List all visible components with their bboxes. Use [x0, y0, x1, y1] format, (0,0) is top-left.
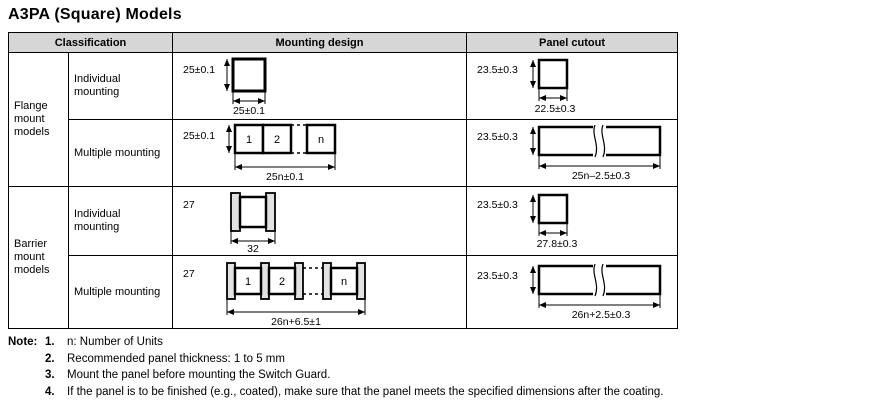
note-text: n: Number of Units	[67, 336, 163, 348]
flange-multiple-design-cell: 25±0.1 1 2 n 25n±0.1	[172, 119, 467, 187]
flange-multiple-design-diagram: 25±0.1 1 2 n 25n±0.1	[183, 123, 337, 183]
cutout-slot-right	[606, 264, 662, 296]
unit-box-2	[267, 266, 297, 296]
note-number: 1.	[45, 336, 55, 348]
note-item-1: Note: 1. n: Number of Units	[8, 334, 873, 351]
flange-multiple-cutout-diagram: 23.5±0.3 25n–2.5±0.3	[477, 125, 662, 181]
barrier-individual-design-cell: 27 32	[172, 186, 467, 256]
notes-section: Note: 1. n: Number of Units 2. Recommend…	[8, 334, 873, 400]
note-item-4: 4. If the panel is to be finished (e.g.,…	[8, 384, 873, 401]
dim-label-left: 23.5±0.3	[477, 199, 518, 211]
barrier-right	[265, 192, 276, 232]
note-number: 2.	[45, 352, 55, 365]
header-panel-cutout: Panel cutout	[466, 32, 678, 53]
barrier-left	[230, 192, 241, 232]
dim-label-bottom: 32	[247, 243, 259, 253]
unit-number: n	[341, 276, 347, 288]
row-flange-individual: Flange mount models Individual mounting …	[8, 52, 678, 187]
flange-individual-design-cell: 25±0.1 25±0.1	[172, 52, 467, 120]
dim-label-bottom: 25n–2.5±0.3	[572, 170, 630, 181]
page-title: A3PA (Square) Models	[8, 6, 182, 23]
dim-label-left: 23.5±0.3	[477, 270, 518, 282]
note-number: 4.	[45, 385, 55, 398]
group-label-flange: Flange mount models	[8, 52, 69, 187]
header-row: Classification Mounting design Panel cut…	[8, 32, 678, 53]
barrier-individual-cutout-cell: 23.5±0.3 27.8±0.3	[466, 186, 678, 256]
flange-individual-cutout-diagram: 23.5±0.3 22.5±0.3	[477, 58, 576, 114]
note-label: Note:	[8, 336, 38, 348]
unit-number: 1	[246, 134, 252, 146]
header-classification: Classification	[8, 32, 173, 53]
dim-label-left: 27	[183, 268, 195, 280]
break-symbol	[593, 125, 598, 158]
barrier-individual-cutout-diagram: 23.5±0.3 27.8±0.3	[477, 193, 578, 249]
unit-box-1	[233, 266, 263, 296]
row-barrier-multiple: Multiple mounting 27 1 2 n	[9, 255, 678, 329]
cutout-opening	[537, 193, 569, 225]
dim-label-bottom: 26n+2.5±0.3	[572, 309, 631, 320]
mounting-type-label: Multiple mounting	[68, 255, 173, 329]
cutout-slot-right	[606, 125, 662, 157]
break-symbol	[601, 125, 606, 158]
dim-label-bottom: 25n±0.1	[266, 171, 304, 183]
unit-box-n	[305, 123, 337, 155]
unit-number: 2	[279, 276, 285, 288]
unit-box-2	[261, 123, 293, 155]
unit-number: 2	[274, 134, 280, 146]
break-symbol	[593, 264, 598, 297]
mounting-type-label: Multiple mounting	[68, 119, 173, 187]
dim-label-bottom: 26n+6.5±1	[271, 316, 321, 326]
row-flange-multiple: Multiple mounting 25±0.1 1 2 n 25n±	[9, 119, 678, 187]
flange-individual-cutout-cell: 23.5±0.3 22.5±0.3	[466, 52, 678, 120]
barrier-multiple-design-diagram: 27 1 2 n 26n+6.5±1	[183, 262, 366, 326]
note-text: Recommended panel thickness: 1 to 5 mm	[67, 352, 285, 365]
dim-label-left: 25±0.1	[183, 64, 215, 76]
cutout-opening	[537, 58, 569, 90]
barrier-multiple-cutout-diagram: 23.5±0.3 26n+2.5±0.3	[477, 264, 662, 320]
guard-body	[238, 195, 268, 229]
header-mounting-design: Mounting design	[172, 32, 467, 53]
dim-label-left: 27	[183, 199, 195, 211]
note-text: If the panel is to be finished (e.g., co…	[67, 385, 664, 398]
mounting-type-label: Individual mounting	[68, 52, 173, 120]
cutout-slot-left	[537, 264, 593, 296]
guard-body	[231, 57, 267, 93]
barrier-multiple-design-cell: 27 1 2 n 26n+6.5±1	[172, 255, 467, 329]
unit-number: 1	[245, 276, 251, 288]
flange-multiple-cutout-cell: 23.5±0.3 25n–2.5±0.3	[466, 119, 678, 187]
unit-number: n	[318, 134, 324, 146]
cutout-slot-left	[537, 125, 593, 157]
dim-label-bottom: 25±0.1	[233, 105, 265, 116]
note-item-3: 3. Mount the panel before mounting the S…	[8, 367, 873, 384]
note-number: 3.	[45, 369, 55, 381]
note-text: Mount the panel before mounting the Swit…	[67, 369, 331, 381]
mounting-type-label: Individual mounting	[68, 186, 173, 256]
row-barrier-individual: Barrier mount models Individual mounting…	[8, 186, 678, 329]
dim-label-left: 23.5±0.3	[477, 131, 518, 143]
note-item-2: 2. Recommended panel thickness: 1 to 5 m…	[8, 351, 873, 368]
dim-label-left: 25±0.1	[183, 130, 215, 142]
models-table: Classification Mounting design Panel cut…	[8, 32, 678, 329]
dim-label-bottom: 27.8±0.3	[537, 238, 578, 249]
dim-label-left: 23.5±0.3	[477, 64, 518, 76]
unit-box-n	[329, 266, 359, 296]
dim-label-bottom: 22.5±0.3	[535, 103, 576, 114]
flange-individual-design-diagram: 25±0.1 25±0.1	[183, 57, 267, 116]
barrier-individual-design-diagram: 27 32	[183, 192, 276, 253]
group-label-barrier: Barrier mount models	[8, 186, 69, 329]
barrier-multiple-cutout-cell: 23.5±0.3 26n+2.5±0.3	[466, 255, 678, 329]
break-symbol	[601, 264, 606, 297]
